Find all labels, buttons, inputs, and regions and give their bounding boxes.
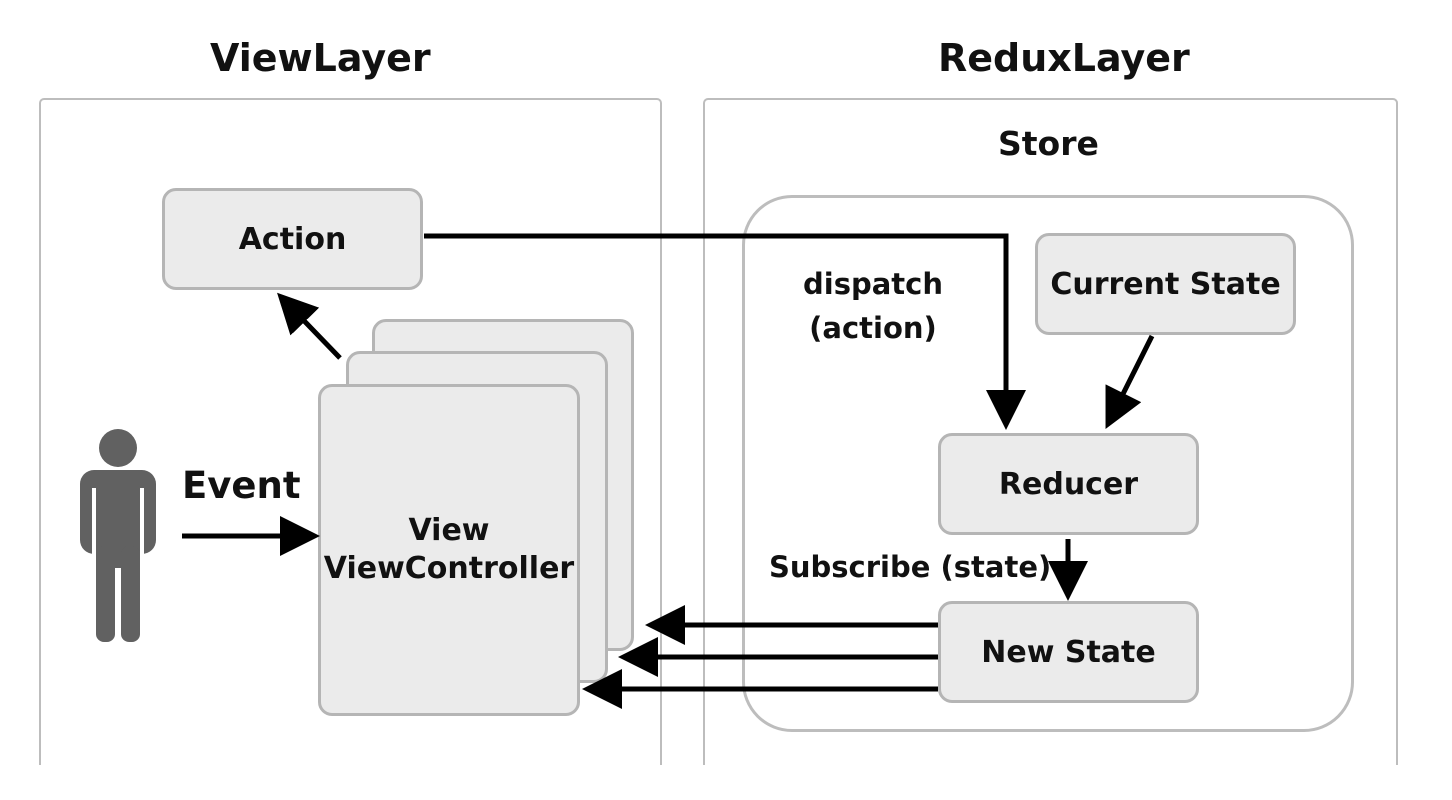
reducer-label: Reducer — [998, 466, 1139, 502]
view-controller-card: View ViewController — [318, 384, 580, 716]
view-controller-label: View ViewController — [324, 512, 574, 588]
new-state-box: New State — [938, 601, 1199, 703]
dispatch-label-line1: dispatch — [803, 267, 943, 301]
subscribe-label: Subscribe (state) — [769, 550, 1052, 584]
current-state-box: Current State — [1035, 233, 1296, 335]
redux-layer-title: ReduxLayer — [938, 36, 1190, 80]
person-icon — [80, 429, 156, 642]
view-label-line1: View — [408, 513, 490, 548]
dispatch-label-line2: (action) — [809, 311, 937, 345]
new-state-label: New State — [981, 634, 1156, 670]
dispatch-label: dispatch (action) — [800, 262, 946, 350]
reducer-box: Reducer — [938, 433, 1199, 535]
current-state-label: Current State — [1050, 266, 1281, 302]
view-layer-title: ViewLayer — [210, 36, 431, 80]
view-label-line2: ViewController — [323, 551, 575, 586]
event-label: Event — [182, 464, 301, 507]
action-label: Action — [238, 221, 347, 257]
store-frame — [742, 195, 1354, 732]
action-box: Action — [162, 188, 423, 290]
store-label: Store — [998, 124, 1099, 163]
